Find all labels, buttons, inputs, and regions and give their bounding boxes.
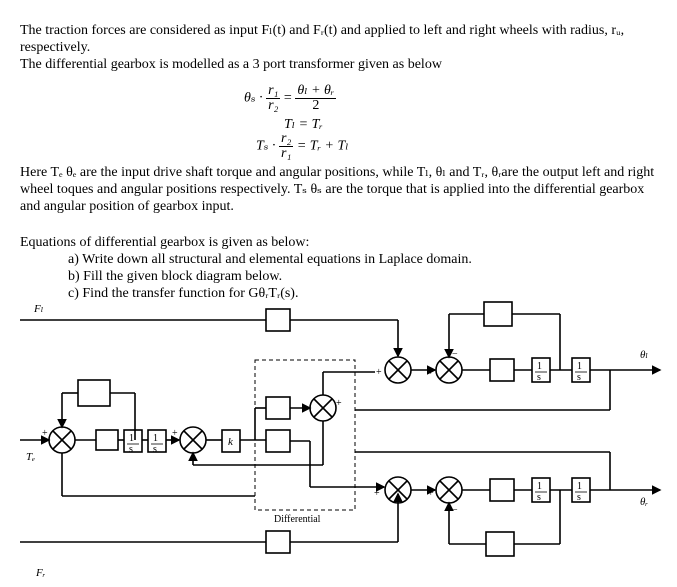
svg-text:+: + bbox=[374, 488, 380, 499]
svg-text:1: 1 bbox=[537, 481, 542, 492]
block-forward-1 bbox=[95, 429, 119, 451]
equation-3: Tₛ · r₂ r₁ = Tᵣ + Tₗ bbox=[256, 131, 349, 161]
svg-text:+: + bbox=[428, 488, 434, 499]
questions: Equations of differential gearbox is giv… bbox=[20, 234, 472, 302]
block-fr bbox=[265, 530, 291, 554]
svg-text:−: − bbox=[60, 418, 66, 429]
equation-2: Tₗ = Tᵣ bbox=[284, 117, 323, 132]
block-diff-mid bbox=[265, 429, 291, 453]
svg-text:+: + bbox=[376, 367, 382, 378]
problem-text: The traction forces are considered as in… bbox=[20, 22, 660, 73]
label-theta-l: θₗ bbox=[640, 349, 648, 361]
intro-line-1: The traction forces are considered as in… bbox=[20, 23, 625, 55]
svg-text:1: 1 bbox=[537, 361, 542, 372]
svg-text:+: + bbox=[172, 428, 178, 439]
label-Fl: Fₗ bbox=[33, 303, 43, 315]
svg-text:1: 1 bbox=[577, 361, 582, 372]
svg-text:s: s bbox=[537, 372, 541, 383]
svg-text:s: s bbox=[153, 444, 157, 455]
differential-label: Differential bbox=[274, 514, 321, 525]
eq1-fraction: r₁ r₂ bbox=[266, 83, 281, 113]
intro-line-2: The differential gearbox is modelled as … bbox=[20, 57, 442, 72]
fl-path bbox=[20, 308, 403, 358]
svg-text:−: − bbox=[452, 505, 458, 516]
block-diff-top bbox=[265, 396, 291, 420]
eq1-right-fraction: θₗ + θᵣ 2 bbox=[295, 83, 337, 113]
question-b: b) Fill the given block diagram below. bbox=[68, 269, 283, 284]
eq1-left: θₛ · bbox=[244, 90, 263, 106]
svg-text:s: s bbox=[577, 492, 581, 503]
integrator-1 bbox=[123, 429, 143, 453]
svg-text:k: k bbox=[228, 436, 234, 448]
svg-text:−: − bbox=[452, 349, 458, 360]
questions-heading: Equations of differential gearbox is giv… bbox=[20, 235, 310, 250]
question-c: c) Find the transfer function for GθᵣTᵣ(… bbox=[68, 286, 299, 301]
label-Fr: Fᵣ bbox=[35, 567, 46, 579]
fr-path bbox=[20, 492, 403, 554]
svg-text:+: + bbox=[428, 367, 434, 378]
block-left-wheel bbox=[489, 358, 515, 382]
svg-text:1: 1 bbox=[153, 433, 158, 444]
block-right-feedback bbox=[485, 531, 515, 557]
equation-1: θₛ · r₁ r₂ = θₗ + θᵣ 2 bbox=[244, 83, 337, 113]
label-Te: Tₑ bbox=[26, 451, 35, 463]
questions-list: a) Write down all structural and element… bbox=[20, 251, 472, 302]
differential-box bbox=[254, 359, 356, 511]
svg-text:1: 1 bbox=[129, 433, 134, 444]
integrator-2 bbox=[147, 429, 167, 453]
svg-text:+: + bbox=[42, 428, 48, 439]
question-a: a) Write down all structural and element… bbox=[68, 252, 472, 267]
block-left-feedback bbox=[483, 301, 513, 327]
block-k bbox=[221, 429, 241, 453]
svg-text:+: + bbox=[336, 398, 342, 409]
svg-text:s: s bbox=[537, 492, 541, 503]
svg-text:s: s bbox=[577, 372, 581, 383]
block-right-wheel bbox=[489, 478, 515, 502]
block-diagram: Fₗ Fᵣ Tₑ θₗ θᵣ Differential + − 1 s 1 s bbox=[20, 301, 662, 579]
label-theta-r: θᵣ bbox=[640, 496, 648, 508]
block-feedback-top bbox=[77, 379, 111, 407]
svg-text:1: 1 bbox=[577, 481, 582, 492]
explanation-paragraph: Here Tₑ θₑ are the input drive shaft tor… bbox=[20, 165, 655, 214]
block-fl bbox=[265, 308, 291, 332]
svg-text:s: s bbox=[129, 444, 133, 455]
